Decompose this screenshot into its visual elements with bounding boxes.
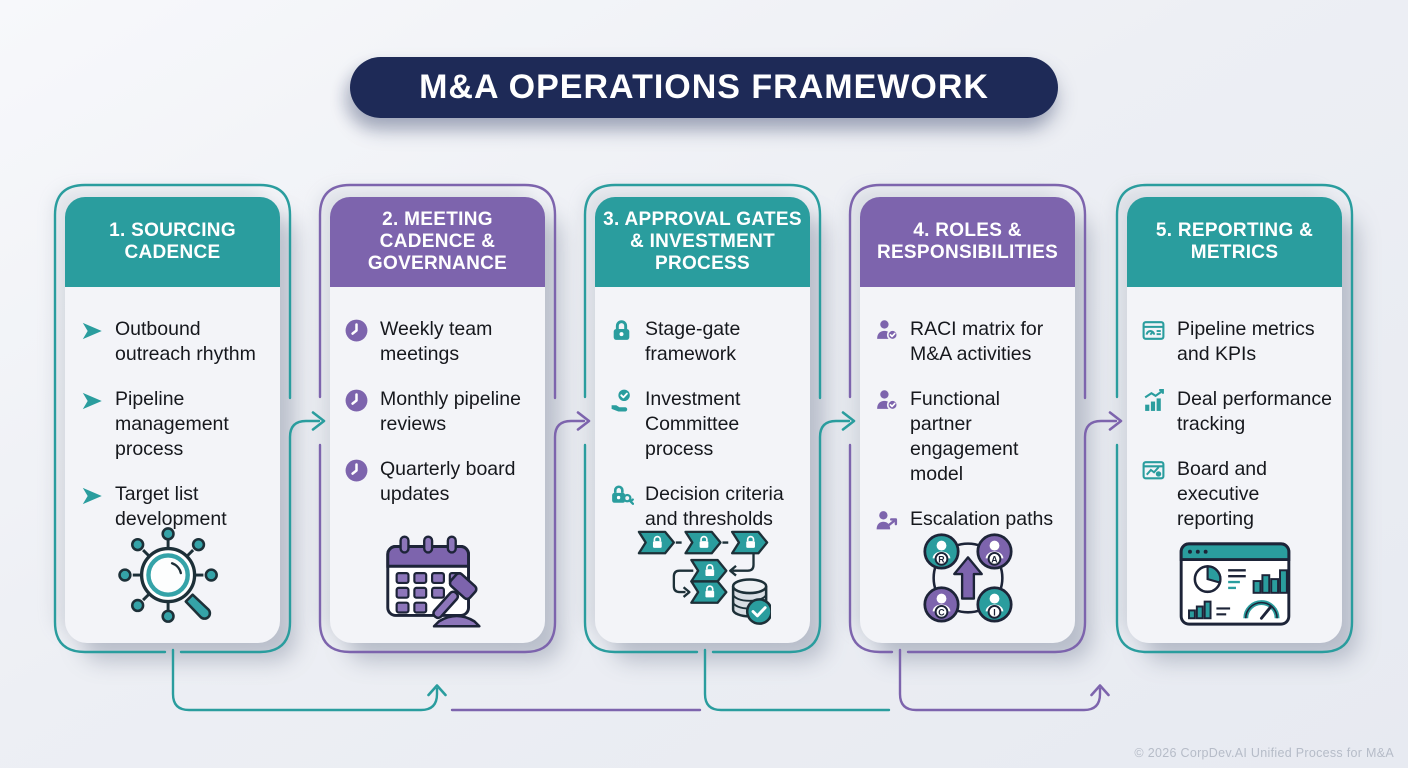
list-item: Board and executive reporting (1141, 457, 1332, 532)
arrow-bullet-icon (79, 388, 106, 419)
clock-icon (344, 388, 371, 418)
item-text: Weekly team meetings (380, 318, 493, 365)
item-text: RACI matrix for M&A activities (910, 318, 1044, 365)
card-title: 5. REPORTING & METRICS (1155, 220, 1314, 263)
card-title: 4. ROLES & RESPONSIBILITIES (876, 220, 1059, 263)
list-item: Functional partner engagement model (874, 387, 1065, 487)
card-header: 5. REPORTING & METRICS (1127, 197, 1342, 287)
person-badge-icon (874, 318, 901, 348)
page-title: M&A OPERATIONS FRAMEWORK (419, 68, 989, 106)
card-reporting-metrics: 5. REPORTING & METRICS Pipeline metrics … (1127, 197, 1342, 643)
clock-icon (344, 458, 371, 488)
raci-letter-a: A (991, 554, 998, 564)
card-item-list: Pipeline metrics and KPIs Deal performan… (1127, 287, 1342, 532)
item-text: Pipeline management process (115, 388, 229, 460)
card-sourcing-cadence: 1. SOURCING CADENCE Outbound outreach rh… (65, 197, 280, 643)
list-item: Decision criteria and thresholds (609, 482, 800, 532)
clock-icon (344, 318, 371, 348)
card-title: 1. SOURCING CADENCE (109, 220, 236, 263)
card-item-list: Weekly team meetings Monthly pipeline re… (330, 287, 545, 507)
item-text: Quarterly board updates (380, 458, 516, 505)
arrow-bullet-icon (79, 318, 106, 349)
card-item-list: Stage-gate framework Investment Committe… (595, 287, 810, 532)
lock-key-icon (609, 483, 636, 513)
list-item: Investment Committee process (609, 387, 800, 462)
list-item: Quarterly board updates (344, 457, 535, 507)
raci-circle-illustration: R A C I (909, 524, 1027, 635)
item-text: Outbound outreach rhythm (115, 318, 256, 365)
card-item-list: Outbound outreach rhythm Pipeline manage… (65, 287, 280, 532)
list-item: Deal performance tracking (1141, 387, 1332, 437)
card-meeting-cadence: 2. MEETING CADENCE & GOVERNANCE Weekly t… (330, 197, 545, 643)
copyright-text: © 2026 CorpDev.AI Unified Process for M&… (1134, 746, 1394, 760)
raci-letter-c: C (938, 607, 945, 617)
item-text: Investment Committee process (645, 388, 741, 460)
person-arrow-icon (874, 508, 901, 538)
arrow-bullet-icon (79, 483, 106, 514)
list-item: RACI matrix for M&A activities (874, 317, 1065, 367)
item-text: Deal performance tracking (1177, 388, 1332, 435)
raci-letter-i: I (993, 607, 995, 617)
raci-letter-r: R (938, 554, 945, 564)
dashboard-illustration (1171, 538, 1299, 635)
item-text: Stage-gate framework (645, 318, 741, 365)
person-badge-icon (874, 388, 901, 418)
chart-up-icon (1141, 388, 1168, 418)
page-title-banner: M&A OPERATIONS FRAMEWORK (350, 57, 1058, 118)
list-item: Weekly team meetings (344, 317, 535, 367)
list-item: Target list development (79, 482, 270, 532)
list-item: Outbound outreach rhythm (79, 317, 270, 367)
item-text: Pipeline metrics and KPIs (1177, 318, 1315, 365)
item-text: Monthly pipeline reviews (380, 388, 521, 435)
dashboard-window-icon (1141, 318, 1168, 348)
calendar-gavel-illustration (374, 530, 502, 635)
list-item: Pipeline metrics and KPIs (1141, 317, 1332, 367)
card-header: 1. SOURCING CADENCE (65, 197, 280, 287)
report-chart-icon (1141, 458, 1168, 488)
search-network-illustration (114, 526, 232, 635)
card-title: 3. APPROVAL GATES & INVESTMENT PROCESS (603, 209, 802, 274)
lock-icon (609, 318, 636, 348)
item-text: Target list development (115, 483, 227, 530)
card-header: 2. MEETING CADENCE & GOVERNANCE (330, 197, 545, 287)
stage-gate-flow-illustration (635, 526, 773, 635)
item-text: Decision criteria and thresholds (645, 483, 784, 530)
item-text: Functional partner engagement model (910, 388, 1019, 485)
list-item: Monthly pipeline reviews (344, 387, 535, 437)
card-header: 3. APPROVAL GATES & INVESTMENT PROCESS (595, 197, 810, 287)
hand-check-icon (609, 388, 636, 418)
list-item: Pipeline management process (79, 387, 270, 462)
card-header: 4. ROLES & RESPONSIBILITIES (860, 197, 1075, 287)
card-approval-gates: 3. APPROVAL GATES & INVESTMENT PROCESS S… (595, 197, 810, 643)
item-text: Board and executive reporting (1177, 458, 1267, 530)
card-item-list: RACI matrix for M&A activities Functiona… (860, 287, 1075, 538)
list-item: Stage-gate framework (609, 317, 800, 367)
card-title: 2. MEETING CADENCE & GOVERNANCE (367, 209, 508, 274)
card-roles-responsibilities: 4. ROLES & RESPONSIBILITIES RACI matrix … (860, 197, 1075, 643)
